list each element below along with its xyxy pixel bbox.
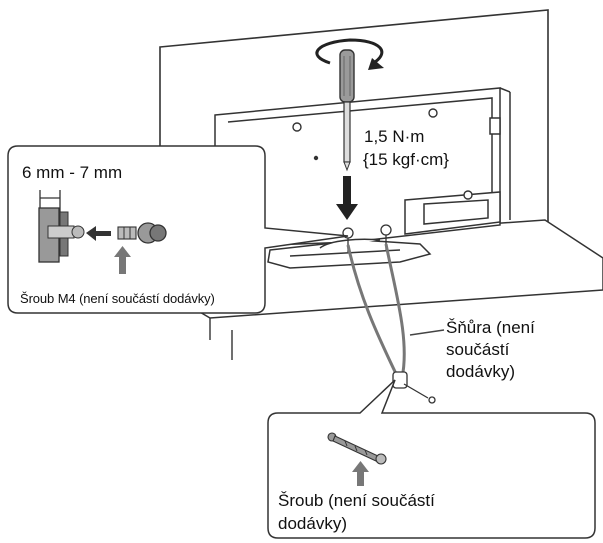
cord-anchor: [393, 372, 435, 403]
cord-label-line2: součástí: [446, 340, 509, 360]
torque-value: 1,5 N·m: [364, 127, 424, 147]
cord-leader-line: [410, 330, 444, 335]
cord-label-line3: dodávky): [446, 362, 515, 382]
screw-caption-line2: dodávky): [278, 514, 347, 534]
cord-label-line1: Šňůra (není: [446, 318, 535, 338]
torque-value-kgf: {15 kgf·cm}: [363, 150, 449, 170]
screw-caption-line1: Šroub (není součástí: [278, 491, 435, 511]
gap-dimension-label: 6 mm - 7 mm: [22, 163, 122, 183]
m4-screw-caption: Šroub M4 (není součástí dodávky): [20, 291, 215, 306]
